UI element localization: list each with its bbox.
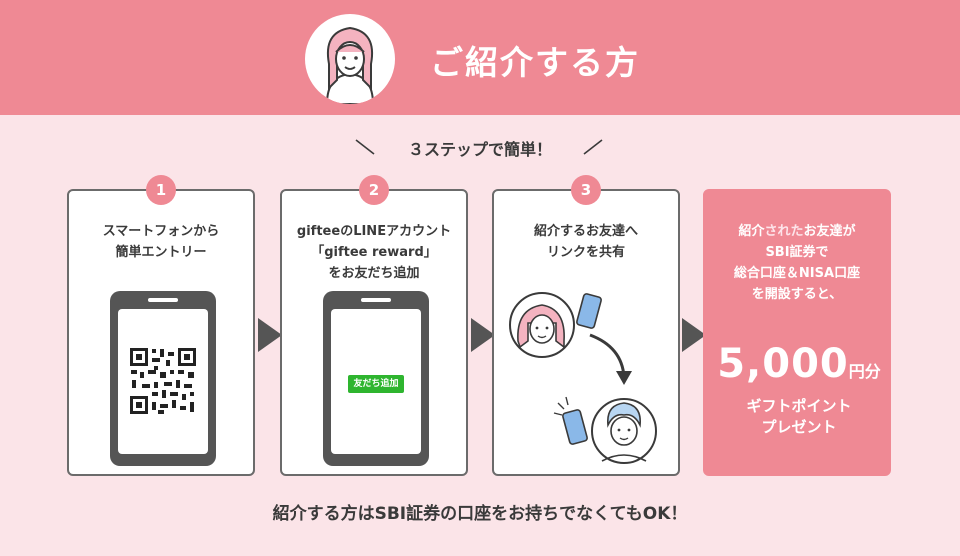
phone-screen: 友だち追加 [331, 309, 421, 454]
step-arrow-icon [258, 318, 282, 352]
gift-point-text: ギフトポイント プレゼント [746, 397, 852, 436]
reward-amount-unit: 円分 [848, 362, 881, 381]
phone-notch [361, 298, 391, 302]
reward-text-highlight: された [764, 224, 804, 239]
step-number-badge-2: 2 [359, 175, 389, 205]
step-card-1: スマートフォンから 簡単エントリー [67, 189, 255, 476]
step-arrow-icon [682, 318, 706, 352]
reward-amount: 5,000円分 [705, 341, 893, 387]
steps-caption: ３ステップで簡単！ [407, 140, 552, 159]
qr-code-icon [128, 346, 198, 416]
step-card-2: gifteeのLINEアカウント 「giftee reward」 をお友だち追加… [280, 189, 468, 476]
step-number-badge-3: 3 [571, 175, 601, 205]
reward-text-pre: 紹介 [738, 224, 765, 239]
header-banner: ご紹介する方 [0, 0, 960, 115]
woman-illustration-icon [325, 26, 375, 104]
footer-note: 紹介する方はSBI証券の口座をお持ちでなくてもOK！ [272, 504, 688, 524]
step-text: スマートフォンから 簡単エントリー [102, 224, 220, 260]
add-friend-button[interactable]: 友だち追加 [348, 375, 404, 393]
phone-screen [118, 309, 208, 454]
phone-illustration [110, 291, 216, 466]
step-text: 紹介するお友達へ リンクを共有 [533, 224, 638, 260]
reward-card: 紹介されたお友達が SBI証券で 総合口座＆NISA口座 を開設すると、 5,0… [703, 189, 891, 476]
share-link-illustration [509, 292, 657, 464]
slash-right-icon [583, 139, 603, 155]
step-card-3: 紹介するお友達へ リンクを共有 [492, 189, 680, 476]
reward-text-post: お友達が SBI証券で 総合口座＆NISA口座 を開設すると、 [733, 224, 861, 302]
phone-notch [148, 298, 178, 302]
step-number-badge-1: 1 [146, 175, 176, 205]
reward-condition-text: 紹介されたお友達が SBI証券で 総合口座＆NISA口座 を開設すると、 [705, 221, 889, 305]
phone-illustration: 友だち追加 [323, 291, 429, 466]
step-arrow-icon [471, 318, 495, 352]
slash-left-icon [355, 139, 375, 155]
reward-amount-number: 5,000 [717, 341, 849, 387]
step-text: gifteeのLINEアカウント 「giftee reward」 をお友だち追加 [296, 224, 452, 281]
page-title: ご紹介する方 [430, 43, 640, 82]
referrer-avatar [305, 14, 395, 104]
